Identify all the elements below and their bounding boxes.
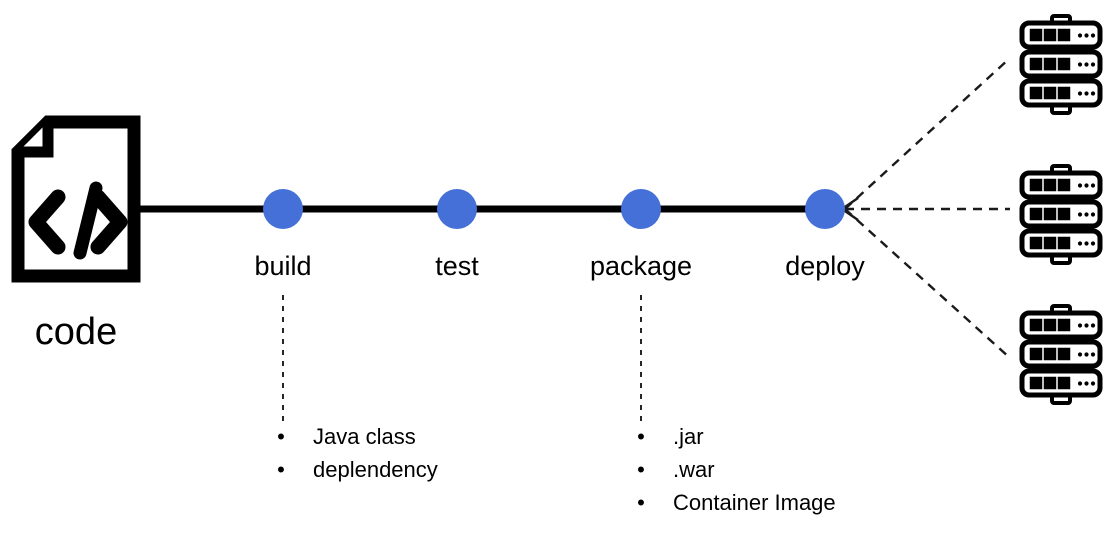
stage-label-build: build	[254, 251, 311, 281]
server-rack-icon-2	[1022, 166, 1100, 263]
server-rack-icon-3	[1022, 306, 1100, 403]
source-label: code	[35, 311, 117, 353]
list-item: Container Image	[673, 490, 836, 515]
connector-deploy-server-3	[844, 208, 1011, 359]
stage-node-build[interactable]	[263, 189, 303, 229]
stage-node-deploy[interactable]	[805, 189, 845, 229]
stage-label-package: package	[590, 251, 692, 281]
list-item: .jar	[673, 424, 704, 449]
bullet-marker: •	[277, 457, 285, 482]
bullet-marker: •	[637, 490, 645, 515]
build-artifact-list: • Java class • deplendency	[277, 424, 438, 482]
stage-label-test: test	[435, 251, 479, 281]
stage-node-package[interactable]	[621, 189, 661, 229]
bullet-marker: •	[277, 424, 285, 449]
bullet-marker: •	[637, 457, 645, 482]
stage-label-deploy: deploy	[785, 251, 865, 281]
code-document-icon	[14, 122, 134, 276]
list-item: Java class	[313, 424, 416, 449]
bullet-marker: •	[637, 424, 645, 449]
list-item: .war	[673, 457, 715, 482]
list-item: deplendency	[313, 457, 438, 482]
stage-node-test[interactable]	[437, 189, 477, 229]
server-rack-icon-1	[1022, 16, 1100, 113]
deploy-to-servers-connectors	[839, 57, 1011, 359]
connector-deploy-server-1	[844, 57, 1011, 210]
package-artifact-list: • .jar • .war • Container Image	[637, 424, 836, 515]
